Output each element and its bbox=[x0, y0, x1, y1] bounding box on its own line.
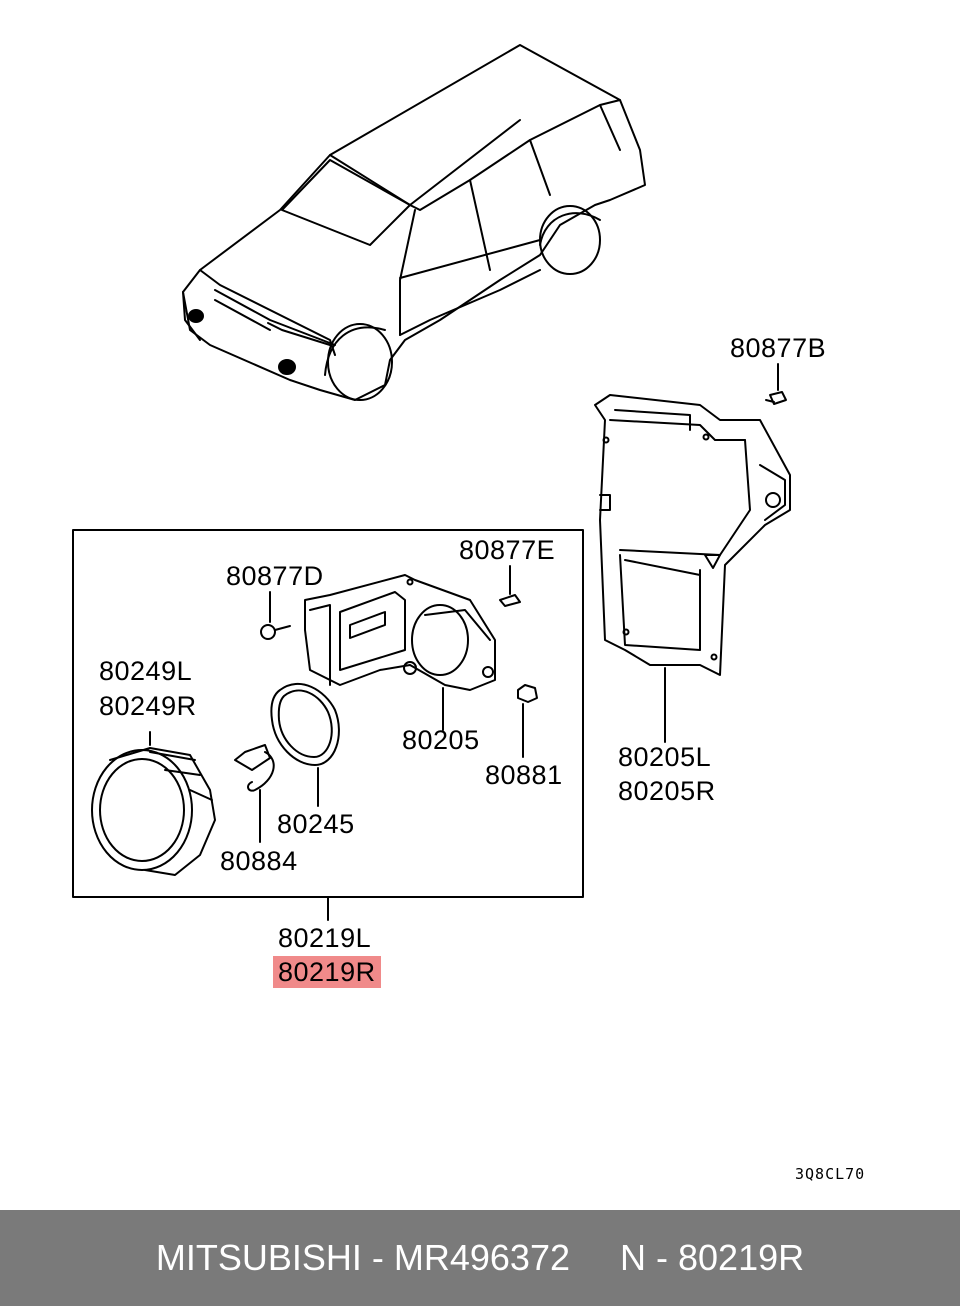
label-80205l: 80205L bbox=[618, 742, 712, 772]
diagram-code: 3Q8CL70 bbox=[795, 1165, 866, 1183]
vehicle-illustration bbox=[182, 44, 646, 401]
lamp-bracket-illustration bbox=[304, 574, 496, 731]
label-80219l: 80219L bbox=[278, 923, 372, 953]
bracket-illustration bbox=[594, 394, 791, 743]
label-80877d: 80877D bbox=[226, 561, 324, 591]
label-80205r: 80205R bbox=[618, 776, 716, 806]
footer-gap bbox=[570, 1237, 620, 1279]
label-80877b: 80877B bbox=[730, 333, 827, 363]
footer-separator: - bbox=[361, 1237, 394, 1278]
label-80219r-highlighted: 80219R bbox=[273, 956, 381, 988]
bolt-80877e-icon bbox=[499, 565, 521, 607]
footer-ref-prefix: N bbox=[620, 1237, 647, 1278]
footer-brand: MITSUBISHI bbox=[155, 1237, 362, 1278]
label-80205: 80205 bbox=[402, 725, 480, 755]
label-80245: 80245 bbox=[277, 809, 355, 839]
footer-ref-code: 80219R bbox=[678, 1237, 805, 1278]
bulb-80884-icon bbox=[234, 744, 275, 843]
parts-diagram bbox=[72, 44, 791, 921]
nut-80881-icon bbox=[517, 684, 538, 758]
gasket-80245-icon bbox=[270, 683, 340, 807]
bolt-80877b-icon bbox=[765, 363, 787, 405]
fog-lamp-80249-icon bbox=[91, 731, 216, 876]
label-80249r: 80249R bbox=[99, 691, 197, 721]
label-80877e: 80877E bbox=[459, 535, 556, 565]
label-80884: 80884 bbox=[220, 846, 298, 876]
label-80881: 80881 bbox=[485, 760, 563, 790]
label-80249l: 80249L bbox=[99, 656, 193, 686]
bolt-80877d-icon bbox=[260, 591, 291, 640]
footer-part-number: MR496372 bbox=[393, 1237, 570, 1278]
footer-bar: MITSUBISHI - MR496372 N - 80219R bbox=[0, 1210, 960, 1306]
footer-separator-2: - bbox=[646, 1237, 679, 1278]
